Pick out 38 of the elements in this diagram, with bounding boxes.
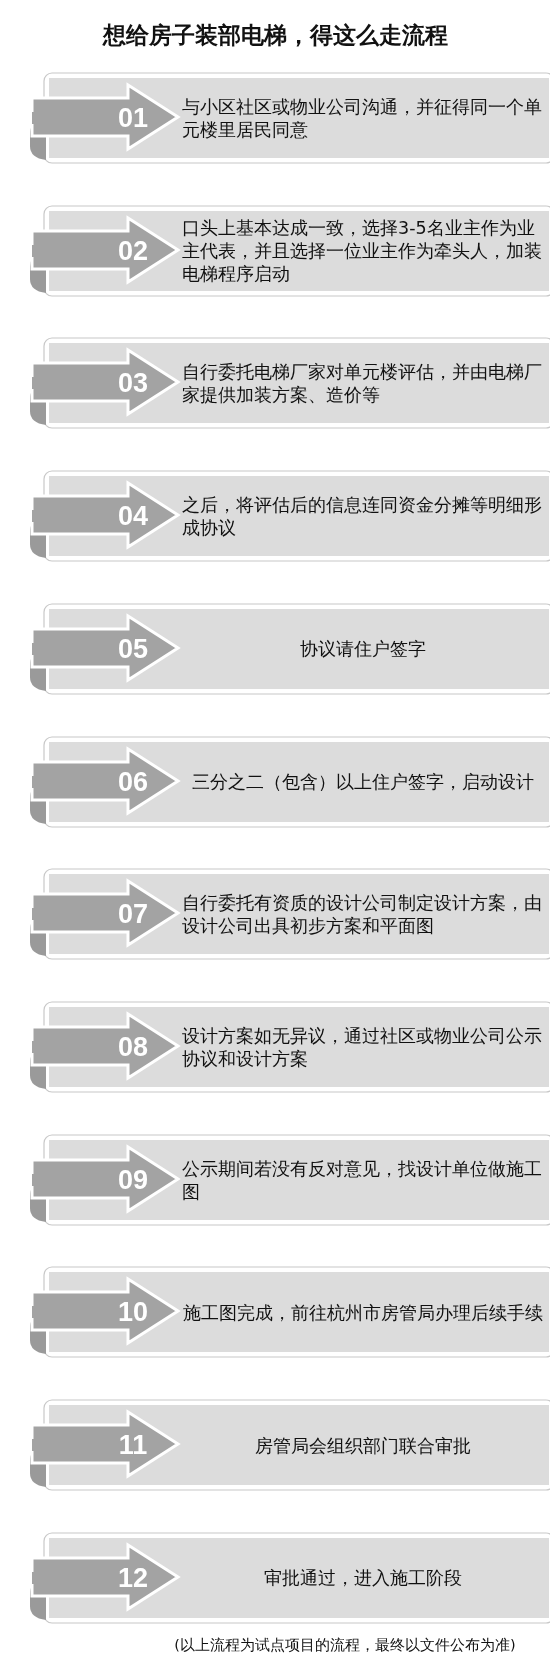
step-card: [28, 1531, 550, 1624]
title: 想给房子装部电梯，得这么走流程: [101, 21, 449, 50]
step-description: 与小区社区或物业公司沟通，并征得同一个单元楼里居民同意: [182, 96, 543, 142]
step-description: 协议请住户签字: [300, 638, 426, 662]
step-number: 08: [116, 1030, 149, 1064]
step-card: [28, 72, 550, 164]
step-card: [28, 735, 550, 828]
step-card: [28, 470, 550, 563]
step-number: 12: [116, 1561, 149, 1595]
step-card: [28, 602, 550, 695]
footnote: (以上流程为试点项目的流程，最终以文件公布为准): [173, 1636, 517, 1655]
step-description: 自行委托有资质的设计公司制定设计方案，由设计公司出具初步方案和平面图: [182, 892, 543, 939]
step-card: [28, 204, 550, 297]
step-number: 01: [116, 102, 149, 135]
step-card: [28, 1000, 550, 1093]
step-number: 10: [116, 1296, 149, 1330]
step-number: 07: [116, 898, 149, 932]
step-description: 三分之二（包含）以上住户签字，启动设计: [192, 771, 534, 794]
step-card: [28, 1133, 550, 1226]
step-number: 11: [117, 1429, 149, 1462]
step-description: 口头上基本达成一致，选择3-5名业主作为业主代表，并且选择一位业主作为牵头人，加装电梯程序启动: [182, 217, 543, 287]
step-card: [28, 1399, 550, 1491]
step-number: 02: [116, 234, 149, 268]
step-card: [28, 1266, 550, 1359]
step-card: [28, 868, 550, 961]
step-description: 公示期间若没有反对意见，找设计单位做施工图: [182, 1157, 543, 1204]
step-description: 自行委托电梯厂家对单元楼评估，并由电梯厂家提供加装方案、造价等: [182, 361, 543, 408]
step-number: 09: [116, 1163, 149, 1197]
step-card: [28, 337, 550, 430]
step-number: 03: [116, 367, 149, 401]
step-description: 设计方案如无异议，通过社区或物业公司公示协议和设计方案: [182, 1024, 543, 1071]
step-number: 04: [116, 500, 149, 534]
step-description: 审批通过，进入施工阶段: [264, 1567, 462, 1591]
step-description: 施工图完成，前往杭州市房管局办理后续手续: [183, 1301, 543, 1325]
step-description: 房管局会组织部门联合审批: [255, 1434, 471, 1458]
step-number: 06: [116, 765, 149, 799]
step-description: 之后，将评估后的信息连同资金分摊等明细形成协议: [182, 494, 543, 541]
step-number: 05: [116, 632, 149, 666]
